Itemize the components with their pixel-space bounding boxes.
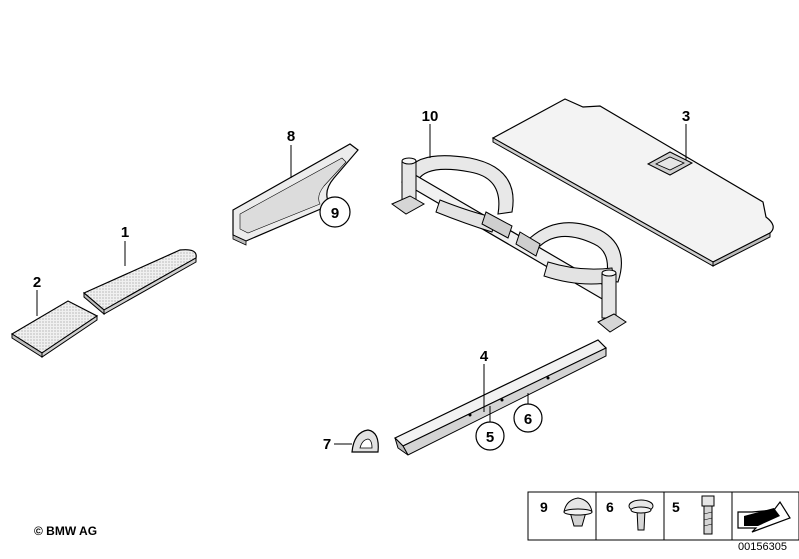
callout-4: 4	[480, 348, 489, 365]
copyright-notice: © BMW AG	[34, 524, 98, 538]
legend-item-arrow	[737, 500, 791, 533]
callout-10: 10	[422, 108, 439, 125]
part-2-trim-pad[interactable]	[10, 300, 99, 358]
callout-6-circle: 6	[513, 403, 543, 433]
part-1-trim-pad[interactable]	[82, 249, 197, 316]
callout-2: 2	[33, 274, 41, 291]
svg-text:9: 9	[331, 205, 339, 222]
part-8-side-panel[interactable]	[232, 143, 359, 246]
clip-icon	[563, 497, 593, 527]
document-number: 00156305	[738, 541, 787, 553]
bolt-icon	[701, 495, 715, 535]
callout-5-circle: 5	[475, 421, 505, 451]
svg-text:5: 5	[672, 499, 680, 515]
leader-lines	[36, 124, 687, 445]
callout-8: 8	[287, 128, 295, 145]
legend-item-clip: 9	[540, 497, 593, 527]
callout-3: 3	[682, 108, 690, 125]
callout-7: 7	[323, 436, 331, 453]
callout-9-circle: 9	[319, 196, 351, 228]
screw-icon	[628, 499, 654, 531]
part-3-floor-panel[interactable]	[491, 98, 774, 267]
floor-panel-handle	[646, 151, 694, 176]
svg-text:6: 6	[524, 411, 532, 428]
legend-item-bolt: 5	[672, 495, 715, 535]
legend-item-screw: 6	[606, 499, 654, 531]
legend: 9 6 5	[527, 491, 799, 541]
part-7-clip[interactable]	[351, 429, 379, 453]
part-4-rail[interactable]	[393, 339, 608, 456]
svg-text:9: 9	[540, 499, 548, 515]
callout-1: 1	[121, 224, 129, 241]
svg-text:6: 6	[606, 499, 614, 515]
arrow-icon	[737, 500, 791, 533]
part-10-strap-bracket[interactable]	[390, 155, 627, 333]
svg-text:5: 5	[486, 429, 494, 446]
